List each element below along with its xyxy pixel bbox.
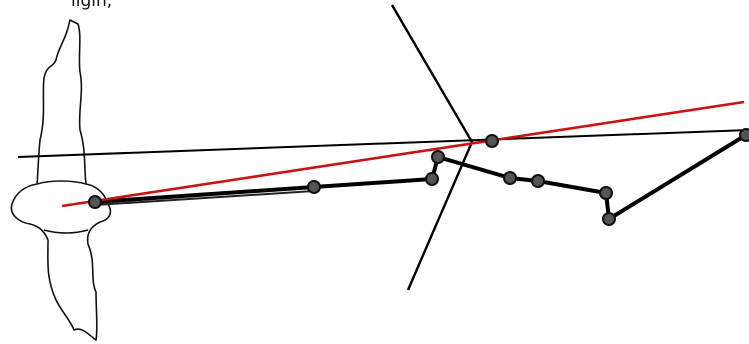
horizontal-reference-line <box>17 129 749 158</box>
joint-chain-polyline-secondary <box>94 190 315 206</box>
joint-marker <box>485 134 499 148</box>
joint-markers <box>88 128 749 226</box>
cropped-caption-text: ligin, <box>71 0 113 11</box>
joint-marker <box>307 180 321 194</box>
joint-marker <box>602 212 616 226</box>
joint-marker <box>599 186 613 200</box>
joint-marker <box>739 128 749 142</box>
joint-marker <box>425 172 439 186</box>
joint-marker <box>88 195 102 209</box>
diagonal-reference-line <box>390 4 474 291</box>
bone-outline <box>10 19 112 341</box>
joint-marker <box>431 150 445 164</box>
joint-marker <box>503 171 517 185</box>
joint-marker <box>531 174 545 188</box>
regression-line <box>61 100 745 208</box>
joint-chain-polyline <box>94 133 748 221</box>
